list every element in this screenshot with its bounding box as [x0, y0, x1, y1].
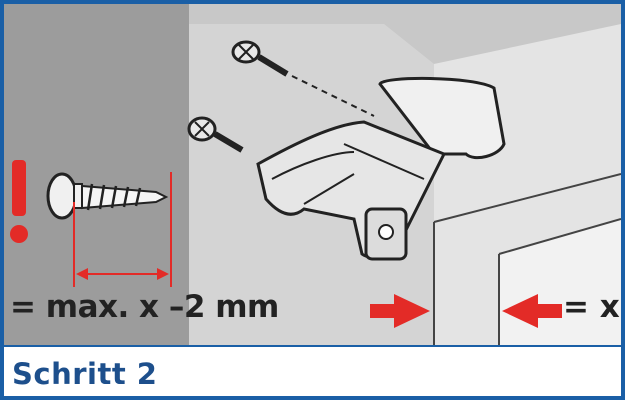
arrow-left-icon	[502, 294, 562, 328]
door-inner-top-line	[498, 218, 621, 255]
hinge-bracket-icon	[256, 76, 506, 261]
cabinet-side-shadow	[4, 4, 189, 345]
assembly-illustration	[4, 4, 621, 345]
max-screw-length-label: = max. x –2 mm	[10, 289, 279, 325]
gap-label: = x	[563, 289, 620, 325]
screw-icon	[231, 40, 289, 77]
exclamation-icon	[10, 160, 28, 243]
step-caption-bar: Schritt 2	[4, 345, 621, 396]
door-top-line	[433, 173, 621, 223]
mounting-guide-line	[291, 75, 375, 117]
screw-length-dimension	[73, 172, 172, 287]
screw-icon	[187, 116, 244, 153]
screw-icon	[46, 172, 169, 220]
step-caption: Schritt 2	[12, 357, 158, 391]
arrow-right-icon	[370, 294, 430, 328]
